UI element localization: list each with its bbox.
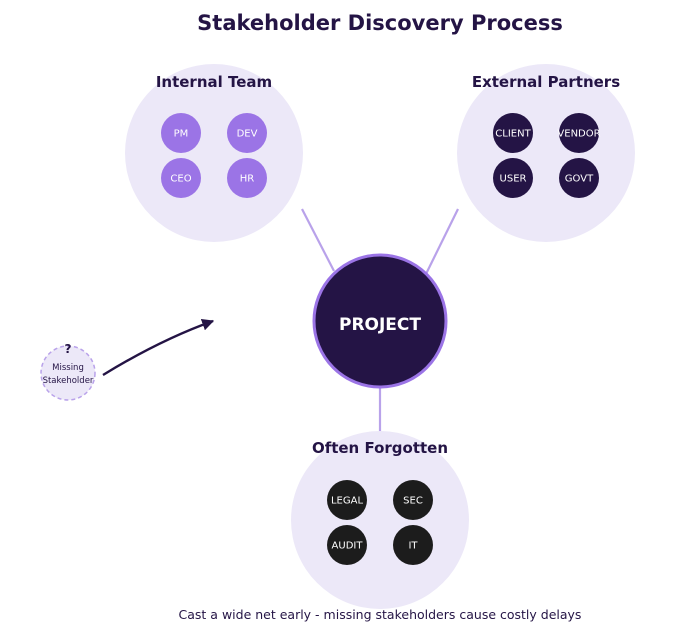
stakeholder-node-vendor bbox=[559, 113, 599, 153]
missing-stakeholder-node bbox=[40, 345, 96, 401]
stakeholder-node-govt bbox=[559, 158, 599, 198]
stakeholder-node-audit bbox=[327, 525, 367, 565]
stakeholder-label-audit: AUDIT bbox=[332, 541, 364, 552]
stakeholder-label-govt: GOVT bbox=[565, 174, 594, 185]
group-external-nodes: CLIENT VENDOR USER GOVT bbox=[493, 113, 601, 198]
diagram-title: Stakeholder Discovery Process bbox=[197, 11, 563, 35]
stakeholder-label-vendor: VENDOR bbox=[557, 129, 600, 140]
stakeholder-label-hr: HR bbox=[240, 174, 255, 185]
connector-external bbox=[425, 208, 459, 275]
missing-arrow bbox=[102, 318, 215, 377]
stakeholder-label-sec: SEC bbox=[403, 496, 423, 507]
group-forgotten-nodes: LEGAL SEC AUDIT IT bbox=[327, 480, 433, 565]
project-node bbox=[312, 253, 448, 389]
missing-label-line1: Missing bbox=[52, 363, 84, 373]
group-internal-nodes: PM DEV CEO HR bbox=[161, 113, 267, 198]
stakeholder-label-legal: LEGAL bbox=[331, 496, 363, 507]
stakeholder-label-user: USER bbox=[500, 174, 527, 185]
stakeholder-label-client: CLIENT bbox=[495, 129, 531, 140]
group-internal-label: Internal Team bbox=[156, 73, 272, 91]
missing-label-line2: Stakeholder bbox=[43, 376, 94, 386]
project-label: PROJECT bbox=[339, 315, 421, 335]
stakeholder-label-dev: DEV bbox=[237, 129, 258, 140]
diagram-caption: Cast a wide net early - missing stakehol… bbox=[179, 607, 582, 622]
stakeholder-node-sec bbox=[393, 480, 433, 520]
stakeholder-node-it bbox=[393, 525, 433, 565]
connector-internal bbox=[301, 208, 335, 272]
group-external-background bbox=[457, 64, 635, 242]
stakeholder-label-it: IT bbox=[408, 541, 418, 552]
missing-question-mark: ? bbox=[65, 342, 72, 356]
group-forgotten-label: Often Forgotten bbox=[312, 439, 448, 457]
group-forgotten-background bbox=[291, 431, 469, 609]
group-external-label: External Partners bbox=[472, 73, 620, 91]
stakeholder-node-client bbox=[493, 113, 533, 153]
stakeholder-node-hr bbox=[227, 158, 267, 198]
stakeholder-node-user bbox=[493, 158, 533, 198]
stakeholder-label-ceo: CEO bbox=[170, 174, 191, 185]
stakeholder-node-legal bbox=[327, 480, 367, 520]
stakeholder-node-pm bbox=[161, 113, 201, 153]
stakeholder-node-dev bbox=[227, 113, 267, 153]
stakeholder-node-ceo bbox=[161, 158, 201, 198]
stakeholder-label-pm: PM bbox=[174, 129, 189, 140]
group-internal-background bbox=[125, 64, 303, 242]
